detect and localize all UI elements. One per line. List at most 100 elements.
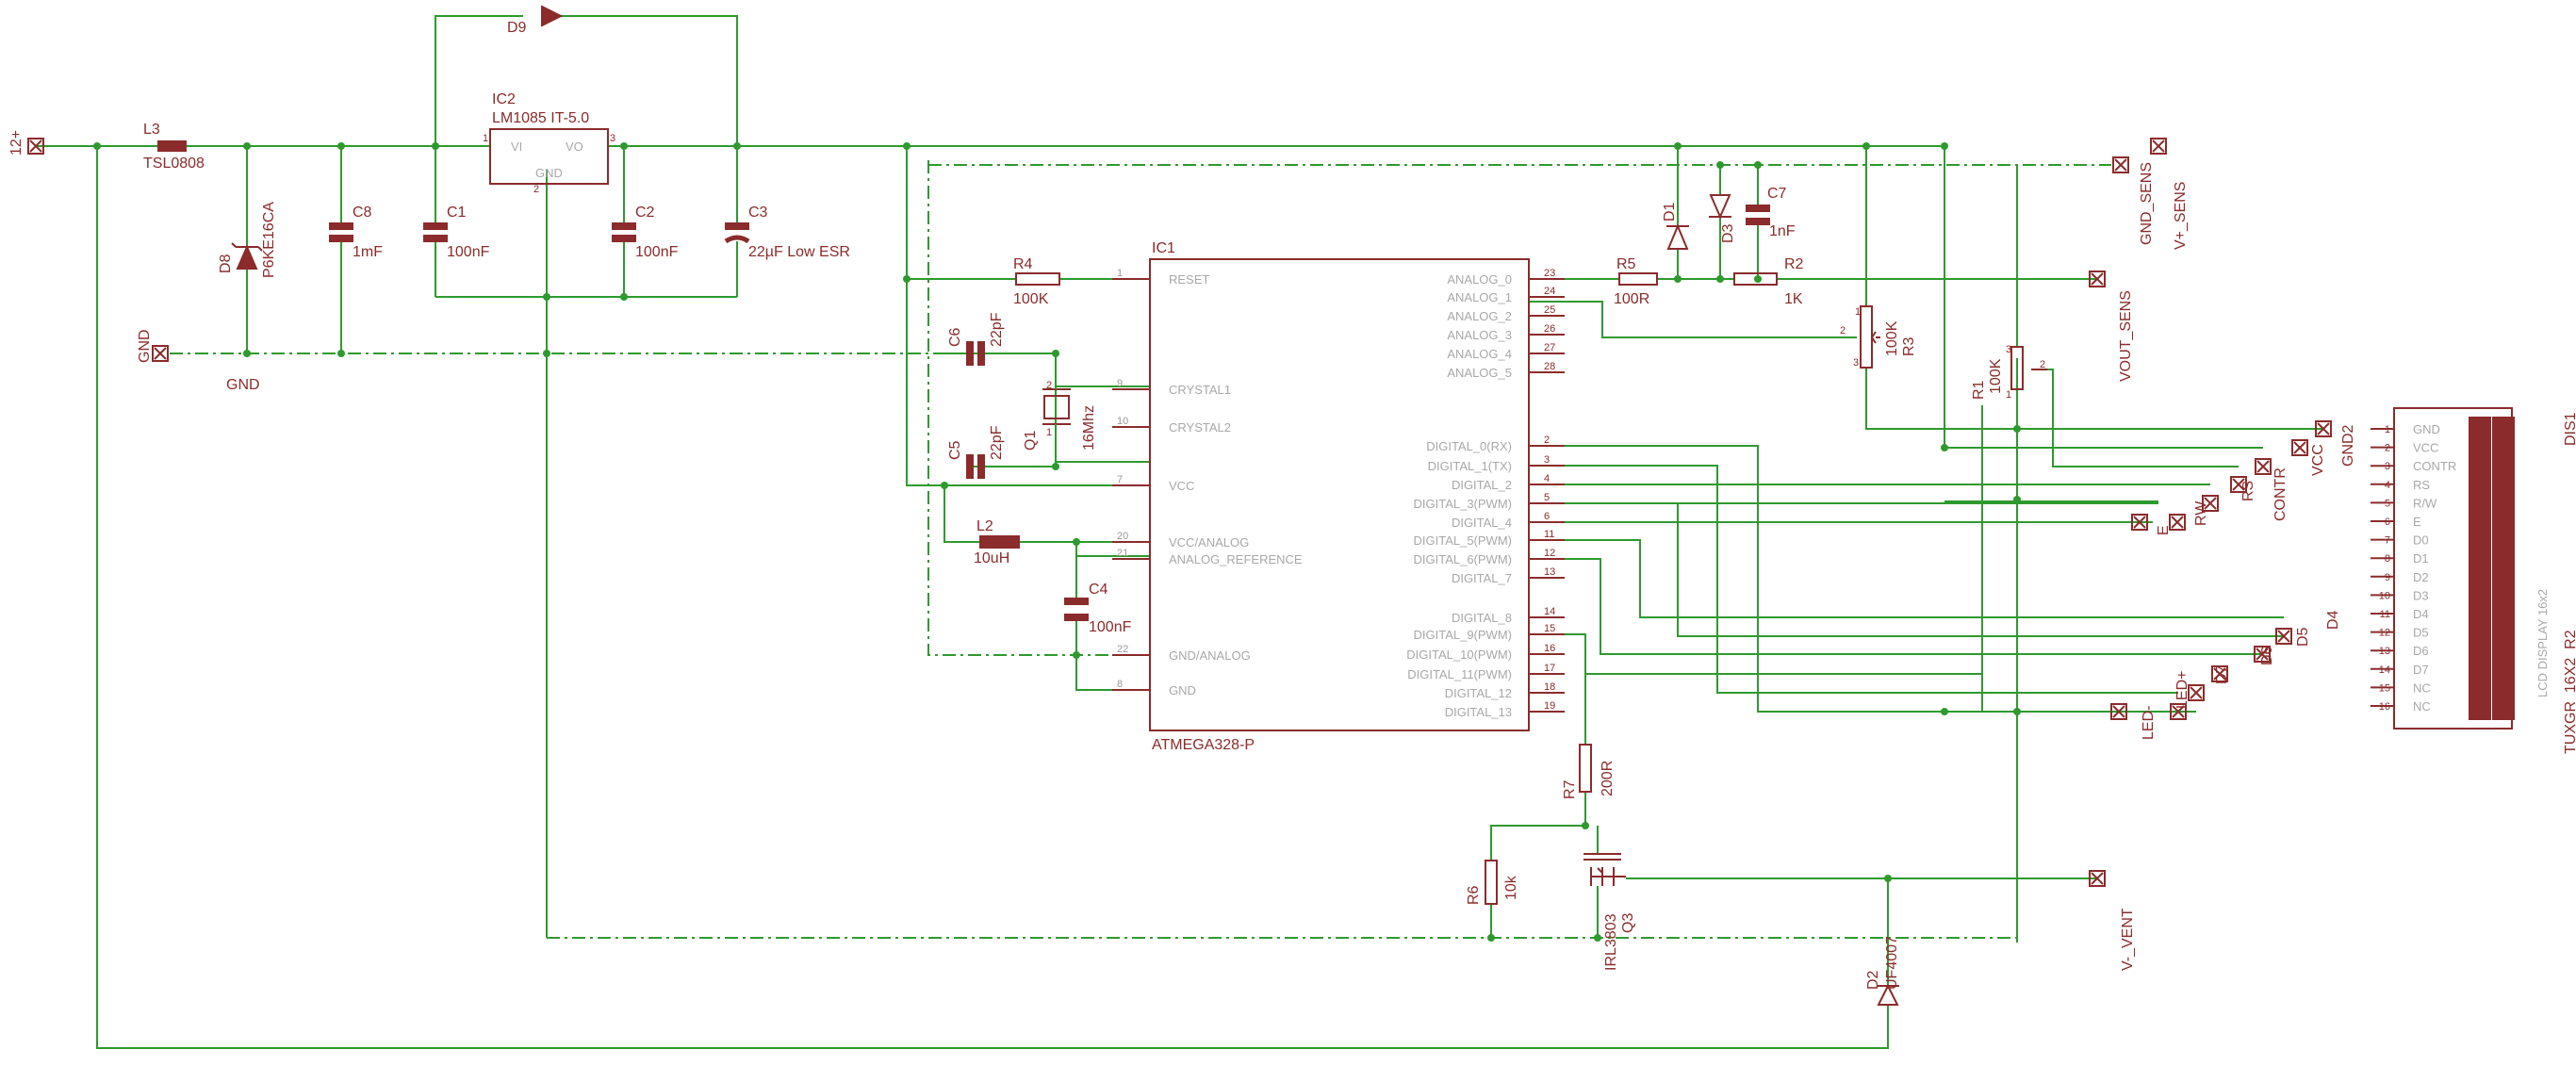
connector-pad[interactable] xyxy=(2112,156,2129,173)
connector-pad[interactable] xyxy=(2110,703,2127,720)
c3-value: 22µF Low ESR xyxy=(748,244,850,260)
connector-pad[interactable] xyxy=(2131,514,2148,531)
dis1-pin-label: R/W xyxy=(2413,496,2437,510)
connector-pad[interactable] xyxy=(2202,495,2219,512)
connector-pad[interactable] xyxy=(2211,665,2228,682)
connector-pad[interactable] xyxy=(2255,458,2272,475)
ic1-left-pin-label: GND/ANALOG xyxy=(1169,648,1251,663)
ic1-right-pin-num: 28 xyxy=(1544,361,1555,372)
connector-pad[interactable] xyxy=(2089,870,2106,887)
net-e-label: E xyxy=(2156,525,2172,535)
dis1-pin-num: 5 xyxy=(2385,498,2390,509)
ic1-left-pin-label: VCC xyxy=(1169,479,1194,493)
r1-pin2: 2 xyxy=(2040,359,2045,370)
r3-potentiometer[interactable] xyxy=(1860,305,1880,369)
ic1-right-pin-label: ANALOG_4 xyxy=(1447,347,1512,361)
d2-diode[interactable] xyxy=(1877,983,1899,1006)
connector-pad[interactable] xyxy=(2275,628,2292,645)
connector-pad-cross xyxy=(2112,705,2125,718)
net-contr-label: CONTR xyxy=(2272,467,2289,521)
l2-name: L2 xyxy=(976,518,993,534)
d3-diode[interactable] xyxy=(1709,194,1731,220)
d9-diode[interactable] xyxy=(541,5,564,27)
c2-name: C2 xyxy=(635,205,655,221)
r6-name: R6 xyxy=(1466,885,1482,905)
r3-value: 100K xyxy=(1884,320,1900,356)
ic1-right-pin-label: DIGITAL_13 xyxy=(1445,705,1512,719)
c5-capacitor[interactable] xyxy=(966,454,985,479)
l3-inductor[interactable] xyxy=(157,140,187,152)
dis1-pin-label: D1 xyxy=(2413,551,2429,566)
connector-pad[interactable] xyxy=(2291,439,2308,456)
q3-mosfet[interactable] xyxy=(1583,853,1626,886)
r3-name: R3 xyxy=(1901,336,1917,356)
connector-pad[interactable] xyxy=(2169,514,2186,531)
ic1-left-pin-num: 20 xyxy=(1117,531,1128,542)
ic1-left-pin-label: VCC/ANALOG xyxy=(1169,535,1249,549)
dis1-pin-num: 15 xyxy=(2379,682,2390,694)
ic2-pin-gnd: GND xyxy=(535,166,563,180)
dis1-pin-label: D0 xyxy=(2413,533,2429,548)
ic1-left-pin-label: CRYSTAL2 xyxy=(1169,420,1231,435)
dis1-pin-num: 13 xyxy=(2379,646,2390,657)
d8-name: D8 xyxy=(218,254,234,273)
c7-capacitor[interactable] xyxy=(1746,205,1770,225)
dis1-pin-num: 11 xyxy=(2380,609,2390,620)
c1-capacitor[interactable] xyxy=(423,222,448,242)
dis1-value: TUXGR_16X2_R2 xyxy=(2563,630,2576,754)
ic2-regulator[interactable] xyxy=(489,128,609,185)
c2-capacitor[interactable] xyxy=(612,222,636,242)
ic1-right-pin-label: DIGITAL_6(PWM) xyxy=(1414,552,1513,566)
connector-pad[interactable] xyxy=(27,138,44,155)
ic1-right-pin-num: 16 xyxy=(1544,643,1555,654)
r5-resistor[interactable] xyxy=(1618,272,1658,286)
ic1-right-pin-label: ANALOG_1 xyxy=(1447,290,1512,304)
r1-value: 100K xyxy=(1988,358,2004,394)
q1-pin1: 1 xyxy=(1046,427,1052,438)
ic1-left-pin-num: 7 xyxy=(1117,474,1123,485)
dis1-screen-left xyxy=(2469,417,2491,720)
connector-pad[interactable] xyxy=(2170,703,2187,720)
q3-value: IRL3803 xyxy=(1603,913,1619,971)
c7-value: 1nF xyxy=(1769,223,1796,239)
l2-inductor[interactable] xyxy=(979,535,1020,549)
connector-pad[interactable] xyxy=(2089,271,2106,287)
c1-value: 100nF xyxy=(447,244,490,260)
dis1-pin-num: 14 xyxy=(2379,664,2390,676)
r2-resistor[interactable] xyxy=(1733,272,1778,286)
c3-capacitor[interactable] xyxy=(724,222,750,244)
connector-pad[interactable] xyxy=(2150,138,2167,155)
net-d5-label: D5 xyxy=(2295,627,2311,647)
r7-resistor[interactable] xyxy=(1579,744,1592,793)
c8-capacitor[interactable] xyxy=(329,222,353,242)
ic1-microcontroller[interactable] xyxy=(1149,258,1530,731)
connector-pad-cross xyxy=(2256,460,2270,473)
connector-pad[interactable] xyxy=(152,345,169,362)
r1-potentiometer[interactable] xyxy=(2010,346,2047,390)
ic1-right-pin-num: 14 xyxy=(1544,606,1555,617)
connector-pad-cross xyxy=(2277,630,2290,643)
connector-pad[interactable] xyxy=(2230,476,2247,493)
connector-pad-cross xyxy=(2171,516,2184,529)
connector-pad[interactable] xyxy=(2315,420,2332,437)
net-gnd-sens-label: GND_SENS xyxy=(2139,162,2155,245)
q1-crystal[interactable] xyxy=(1042,353,1071,467)
ic2-value: LM1085 IT-5.0 xyxy=(492,110,589,126)
c5-name: C5 xyxy=(947,440,963,460)
ic2-pin-vi: VI xyxy=(511,139,522,154)
ic1-right-pin-label: DIGITAL_4 xyxy=(1452,516,1512,530)
connector-pad-cross xyxy=(2213,667,2226,681)
ic1-right-pin-num: 13 xyxy=(1544,566,1555,578)
connector-pad[interactable] xyxy=(2188,684,2205,701)
r7-value: 200R xyxy=(1600,761,1616,796)
d1-diode[interactable] xyxy=(1666,223,1689,250)
r4-resistor[interactable] xyxy=(1015,272,1060,286)
d8-diode[interactable] xyxy=(231,242,263,270)
ic1-right-pin-num: 26 xyxy=(1544,323,1555,335)
c4-capacitor[interactable] xyxy=(1064,598,1089,621)
c6-capacitor[interactable] xyxy=(966,341,985,366)
connector-pad[interactable] xyxy=(2254,646,2271,663)
c4-name: C4 xyxy=(1089,582,1108,598)
r6-resistor[interactable] xyxy=(1485,860,1498,905)
